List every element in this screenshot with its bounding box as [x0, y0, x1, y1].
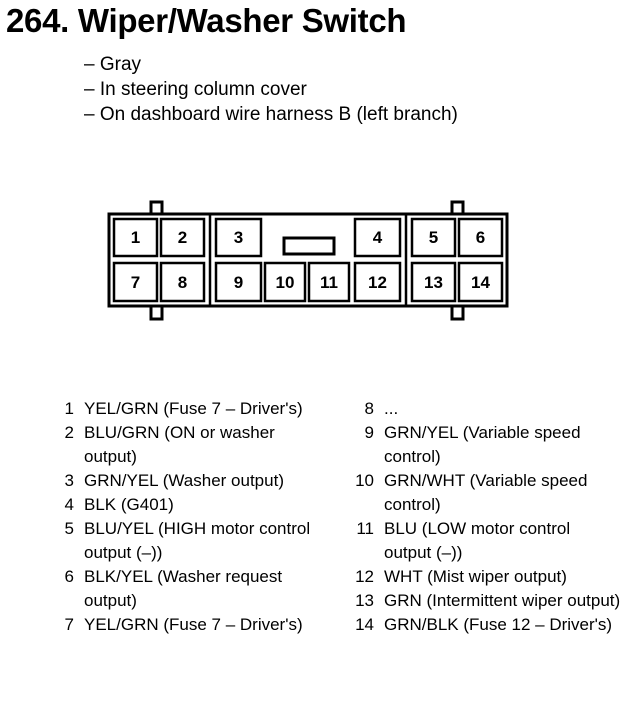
pin-item-11: 11 BLU (LOW motor control output (–)): [340, 517, 622, 565]
info-harness: – On dashboard wire harness B (left bran…: [84, 104, 458, 125]
pin-cell-2: [159, 217, 206, 258]
pin-description: GRN/BLK (Fuse 12 – Driver's): [384, 615, 613, 634]
pin-cell-8: [159, 261, 206, 303]
info-location: – In steering column cover: [84, 79, 307, 100]
connector-latch-top-left: [149, 200, 164, 216]
pin-number: 10: [355, 471, 374, 490]
pin-number: 9: [364, 423, 374, 442]
pin-cell-5: [410, 217, 457, 258]
pin-item-13: 13 GRN (Intermittent wiper output): [340, 589, 622, 613]
pin-item-4: 4 BLK (G401): [40, 493, 320, 517]
pin-description: YEL/GRN (Fuse 7 – Driver's): [84, 615, 303, 634]
pin-label-1: 1: [131, 228, 140, 247]
pin-cell-4: [353, 217, 402, 258]
pin-list-right: 8... 9 GRN/YEL (Variable speed control) 1…: [340, 397, 622, 637]
pin-cell-12: [353, 261, 402, 303]
connector-latch-top-right: [450, 200, 465, 216]
pin-number: 14: [355, 615, 374, 634]
pin-description: BLK/YEL (Washer request output): [84, 567, 283, 610]
pin-label-7: 7: [131, 273, 140, 292]
pin-item-10: 10 GRN/WHT (Variable speed control): [340, 469, 622, 517]
pin-description: GRN (Intermittent wiper output): [384, 591, 621, 610]
pin-item-8: 8...: [340, 397, 622, 421]
pin-cell-3: [214, 217, 263, 258]
pin-item-6: 6 BLK/YEL (Washer request output): [40, 565, 320, 613]
pin-description: GRN/YEL (Variable speed control): [384, 423, 581, 466]
pin-cell-9: [214, 261, 263, 303]
pin-item-2: 2 BLU/GRN (ON or washer output): [40, 421, 320, 469]
pin-label-2: 2: [178, 228, 187, 247]
pin-description: WHT (Mist wiper output): [384, 567, 567, 586]
pin-cell-14: [457, 261, 504, 303]
pin-cell-6: [457, 217, 504, 258]
connector-key: [282, 236, 336, 256]
connector-latch-bottom-left: [149, 304, 164, 321]
pin-item-1: 1 YEL/GRN (Fuse 7 – Driver's): [40, 397, 320, 421]
pin-number: 5: [64, 519, 74, 538]
pin-label-11: 11: [320, 273, 338, 292]
pin-description: ...: [384, 399, 399, 418]
connector-diagram: 1 2 3 4 5 6 7 8 9 10 11 12 13 14: [107, 200, 509, 321]
pin-number: 4: [64, 495, 74, 514]
pin-label-3: 3: [234, 228, 243, 247]
pin-number: 12: [355, 567, 374, 586]
pin-label-10: 10: [276, 273, 295, 292]
pin-cell-10: [263, 261, 307, 303]
pin-cell-1: [112, 217, 159, 258]
pin-cell-13: [410, 261, 457, 303]
pin-label-4: 4: [373, 228, 383, 247]
pin-number: 2: [64, 423, 74, 442]
connector-housing: [107, 212, 509, 308]
pin-item-9: 9 GRN/YEL (Variable speed control): [340, 421, 622, 469]
pin-cell-11: [307, 261, 351, 303]
pin-item-12: 12 WHT (Mist wiper output): [340, 565, 622, 589]
pin-description: BLU/GRN (ON or washer output): [84, 423, 275, 466]
pin-label-14: 14: [471, 273, 490, 292]
pin-item-14: 14 GRN/BLK (Fuse 12 – Driver's): [340, 613, 622, 637]
pin-label-5: 5: [429, 228, 438, 247]
pin-number: 3: [64, 471, 74, 490]
pin-label-12: 12: [368, 273, 387, 292]
pin-number: 11: [356, 519, 374, 538]
pin-cell-7: [112, 261, 159, 303]
pin-label-8: 8: [178, 273, 187, 292]
pin-label-9: 9: [234, 273, 243, 292]
pin-label-13: 13: [424, 273, 443, 292]
pin-item-3: 3 GRN/YEL (Washer output): [40, 469, 320, 493]
pin-number: 1: [64, 399, 74, 418]
pin-number: 13: [355, 591, 374, 610]
pin-description: YEL/GRN (Fuse 7 – Driver's): [84, 399, 303, 418]
pin-description: BLK (G401): [84, 495, 174, 514]
connector-latch-bottom-right: [450, 304, 465, 321]
pin-item-5: 5 BLU/YEL (HIGH motor control output (–)): [40, 517, 320, 565]
connector-info-list: – Gray – In steering column cover – On d…: [84, 52, 458, 127]
pin-label-6: 6: [476, 228, 485, 247]
info-color: – Gray: [84, 54, 142, 75]
pin-description: BLU (LOW motor control output (–)): [384, 519, 571, 562]
pin-number: 7: [64, 615, 74, 634]
pin-description: GRN/WHT (Variable speed control): [384, 471, 588, 514]
pin-item-7: 7 YEL/GRN (Fuse 7 – Driver's): [40, 613, 320, 637]
pin-number: 6: [64, 567, 74, 586]
page-title: 264. Wiper/Washer Switch: [6, 2, 407, 39]
pin-description: GRN/YEL (Washer output): [84, 471, 284, 490]
pin-description: BLU/YEL (HIGH motor control output (–)): [84, 519, 311, 562]
pin-number: 8: [364, 399, 374, 418]
